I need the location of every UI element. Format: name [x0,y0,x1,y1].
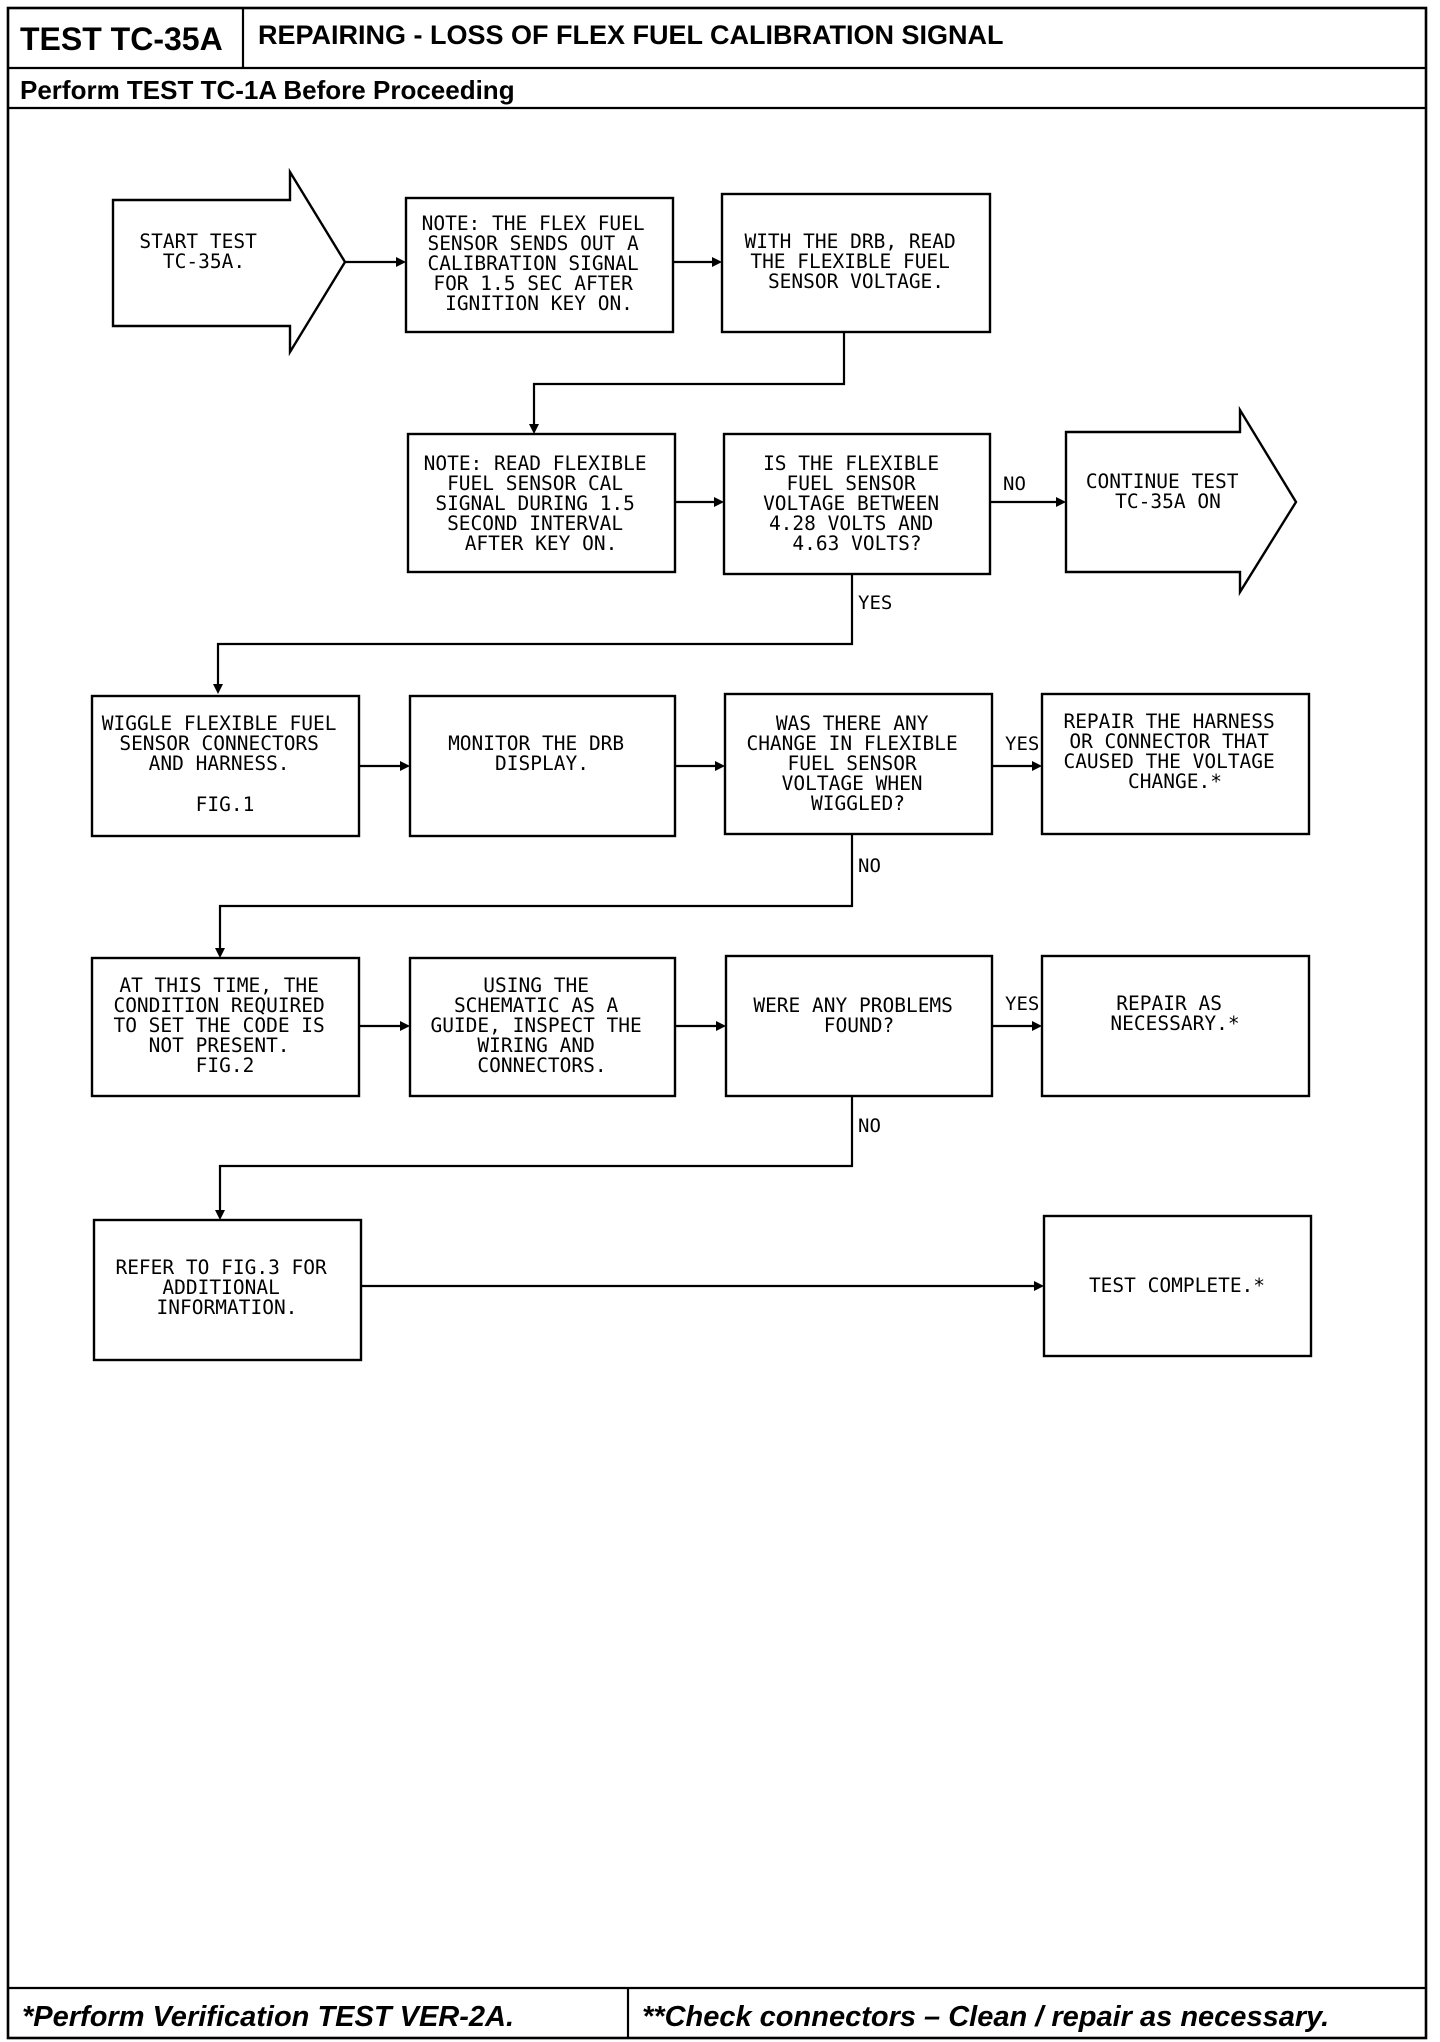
wiggle-connectors-box [90,694,361,838]
voltage-range-decision-box [722,432,992,576]
connector-no-to-refer [218,1096,854,1212]
refer-fig3-box [92,1218,363,1362]
cal-signal-note-box [406,432,677,574]
arrowhead [1032,761,1042,771]
refer-fig3-text: REFER TO FIG.3 FOR ADDITIONAL INFORMATIO… [115,1256,338,1319]
connector-yes-to-wiggle [216,574,854,686]
start-test-arrow [111,167,347,357]
repair-as-necessary-text: REPAIR AS NECESSARY.* [1110,992,1239,1035]
test-id: TEST TC-35A [20,21,223,57]
wiggle-change-decision-text: WAS THERE ANY CHANGE IN FLEXIBLE FUEL SE… [746,712,969,815]
arrowhead [215,948,225,958]
label-no-problems: NO [858,1115,881,1137]
inspect-wiring-text: USING THE SCHEMATIC AS A GUIDE, INSPECT … [430,974,653,1077]
label-yes-problems: YES [1005,993,1039,1015]
cal-signal-note-text: NOTE: READ FLEXIBLE FUEL SENSOR CAL SIGN… [424,452,659,555]
flex-fuel-note-box [404,196,675,334]
arrowhead [715,761,725,771]
arrowhead [714,497,724,507]
connector-read-to-note2 [532,332,846,426]
page-title: REPAIRING - LOSS OF FLEX FUEL CALIBRATIO… [258,20,1004,50]
repair-harness-text: REPAIR THE HARNESS OR CONNECTOR THAT CAU… [1063,710,1286,793]
wiggle-change-decision-box [723,692,994,836]
monitor-drb-box [408,694,677,838]
arrowhead [213,684,223,694]
label-yes-change: YES [1005,733,1039,755]
wiggle-connectors-text: WIGGLE FLEXIBLE FUEL SENSOR CONNECTORS A… [102,712,349,816]
flex-fuel-note-text: NOTE: THE FLEX FUEL SENSOR SENDS OUT A C… [422,212,657,315]
inspect-wiring-box [408,956,677,1098]
condition-not-present-text: AT THIS TIME, THE CONDITION REQUIRED TO … [113,974,336,1077]
arrowhead [712,257,722,267]
problems-found-decision-box [724,954,994,1098]
connector-no-to-at-this-time [218,834,854,950]
repair-harness-box [1040,692,1311,836]
read-voltage-box [720,192,992,334]
problems-found-decision-text: WERE ANY PROBLEMS FOUND? [753,994,964,1037]
page-subtitle: Perform TEST TC-1A Before Proceeding [20,75,515,105]
test-complete-text: TEST COMPLETE.* [1089,1274,1265,1297]
arrowhead [400,1021,410,1031]
arrowhead [716,1021,726,1031]
read-voltage-text: WITH THE DRB, READ THE FLEXIBLE FUEL SEN… [744,230,967,293]
arrowhead [215,1210,225,1220]
start-test-text: START TEST TC-35A. [139,230,268,273]
arrowhead [1034,1281,1044,1291]
page-frame [6,6,1428,2040]
label-yes-voltage: YES [858,592,892,614]
test-complete-box [1042,1214,1313,1358]
voltage-range-decision-text: IS THE FLEXIBLE FUEL SENSOR VOLTAGE BETW… [763,452,951,555]
arrowhead [400,761,410,771]
arrowhead [529,424,539,434]
arrowhead [1032,1021,1042,1031]
condition-not-present-box [90,956,361,1098]
continue-test-text: CONTINUE TEST TC-35A ON [1086,470,1250,513]
arrowhead [1056,497,1066,507]
label-no-change: NO [858,855,881,877]
continue-test-arrow [1064,405,1298,597]
footer-verification-note: *Perform Verification TEST VER-2A. [22,2001,514,2033]
monitor-drb-text: MONITOR THE DRB DISPLAY. [448,732,636,775]
arrowhead [396,257,406,267]
footer-connector-note: **Check connectors – Clean / repair as n… [642,2001,1329,2033]
label-no-voltage: NO [1003,473,1026,495]
